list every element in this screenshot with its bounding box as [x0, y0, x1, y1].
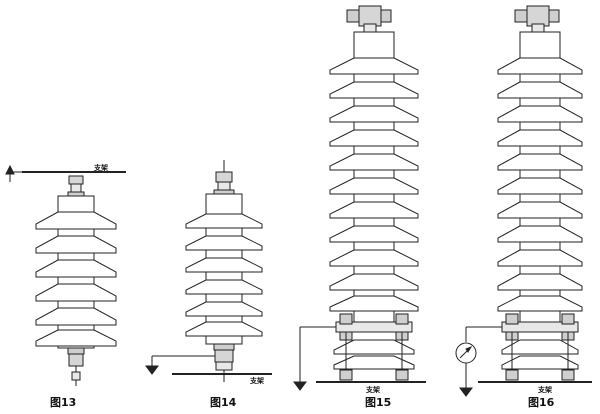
bottom-nut	[214, 349, 234, 363]
figure-13	[5, 164, 126, 386]
figure-16	[455, 5, 592, 397]
support-label-fig13: 支架	[94, 164, 108, 172]
caption-fig13: 图13	[50, 396, 77, 409]
ground-icon	[459, 387, 473, 397]
top-terminal	[346, 9, 360, 23]
top-nut	[68, 175, 84, 185]
figure-15	[293, 5, 426, 391]
meter-icon	[455, 342, 477, 364]
support-label-fig16: 支架	[538, 386, 552, 394]
ground-icon	[293, 381, 307, 391]
ground-icon	[145, 365, 159, 375]
insulator-sheds	[329, 57, 419, 370]
bottom-nut	[68, 353, 84, 367]
top-nut	[215, 171, 233, 183]
caption-fig15: 图15	[365, 396, 392, 409]
caption-fig14: 图14	[210, 396, 237, 409]
insulator-sheds	[185, 213, 263, 337]
up-arrow-icon	[5, 164, 22, 182]
top-terminal	[514, 9, 528, 23]
support-label-fig14: 支架	[250, 377, 264, 385]
insulator-sheds	[35, 211, 117, 347]
figure-14	[145, 160, 272, 382]
insulator-sheds	[497, 57, 583, 370]
caption-fig16: 图16	[528, 396, 555, 409]
support-label-fig15: 支架	[366, 386, 380, 394]
